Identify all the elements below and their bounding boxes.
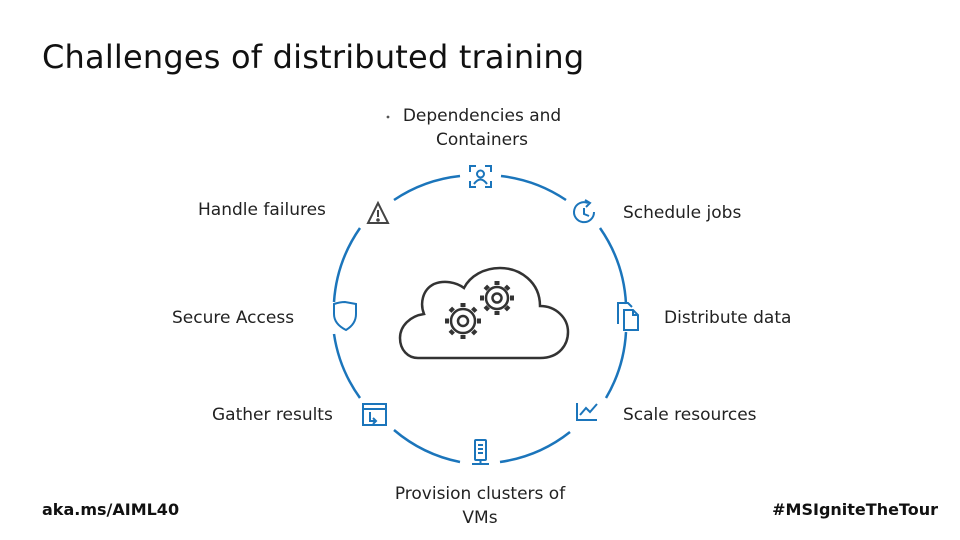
bullet-dot — [386, 115, 390, 119]
gear-icon — [480, 281, 514, 315]
label-provision: Provision clusters of VMs — [380, 482, 580, 530]
cycle-ring — [332, 174, 628, 464]
ring-arc-dependencies-schedule — [500, 174, 567, 202]
label-schedule: Schedule jobs — [623, 203, 742, 223]
label-gather: Gather results — [212, 405, 333, 425]
clock-refresh-icon — [573, 199, 596, 224]
ring-arc-provision-gather — [393, 429, 461, 464]
documents-icon — [617, 302, 639, 331]
label-scale: Scale resources — [623, 405, 757, 425]
ring-arc-schedule-distribute — [598, 227, 628, 305]
download-window-icon — [362, 403, 387, 426]
page-title: Challenges of distributed training — [42, 38, 585, 76]
footer-link[interactable]: aka.ms/AIML40 — [42, 500, 180, 519]
cloud-gears-icon — [398, 266, 570, 360]
shield-icon — [333, 300, 357, 332]
footer-hashtag: #MSIgniteTheTour — [772, 500, 938, 519]
ring-arc-scale-provision — [499, 431, 571, 464]
ring-arc-secure-failures — [332, 227, 362, 303]
gear-icon — [445, 303, 481, 339]
ring-arc-distribute-scale — [604, 331, 628, 399]
ring-arc-gather-secure — [332, 333, 362, 399]
label-dependencies: Dependencies and Containers — [392, 104, 572, 152]
label-secure: Secure Access — [172, 308, 295, 328]
label-dependencies-line1: Dependencies and — [402, 106, 562, 126]
label-failures: Handle failures — [198, 200, 326, 220]
server-icon — [472, 439, 489, 465]
label-distribute: Distribute data — [664, 308, 792, 328]
cloud-outline — [398, 266, 570, 360]
ring-arc-failures-dependencies — [393, 174, 461, 202]
warning-icon — [366, 200, 390, 224]
label-provision-line1: Provision clusters of — [394, 484, 566, 504]
trend-chart-icon — [576, 403, 598, 421]
container-user-icon — [469, 165, 492, 188]
label-provision-line2: VMs — [462, 508, 498, 528]
label-dependencies-line2: Containers — [436, 130, 528, 150]
